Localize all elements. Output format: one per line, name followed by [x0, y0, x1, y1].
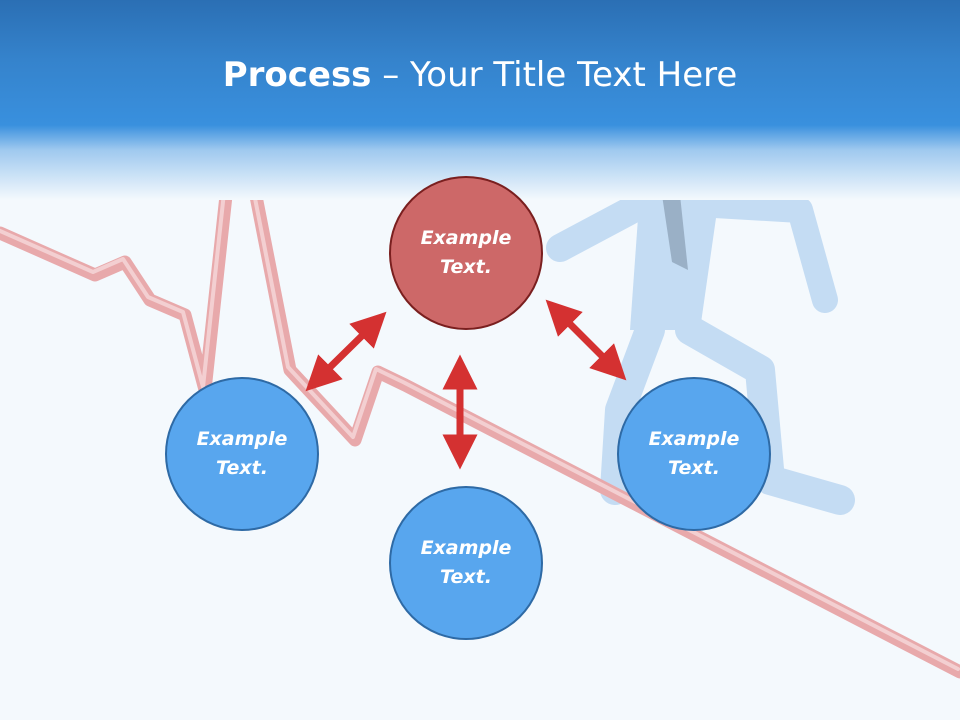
double-arrow-left	[305, 311, 387, 392]
running-man-icon	[546, 103, 855, 515]
title-bold: Process	[222, 55, 372, 95]
process-node-bottom[interactable]: Example Text.	[389, 486, 543, 640]
process-node-right[interactable]: Example Text.	[617, 377, 771, 531]
node-label-bottom: Example Text.	[420, 537, 512, 588]
process-node-left[interactable]: Example Text.	[165, 377, 319, 531]
double-arrow-right	[545, 299, 627, 381]
process-node-top[interactable]: Example Text.	[389, 176, 543, 330]
node-label-left: Example Text.	[196, 428, 288, 479]
slide-title: Process – Your Title Text Here	[0, 52, 960, 98]
node-label-top: Example Text.	[420, 227, 512, 278]
title-rest: – Your Title Text Here	[371, 55, 738, 95]
node-label-right: Example Text.	[648, 428, 740, 479]
header-banner	[0, 0, 960, 200]
